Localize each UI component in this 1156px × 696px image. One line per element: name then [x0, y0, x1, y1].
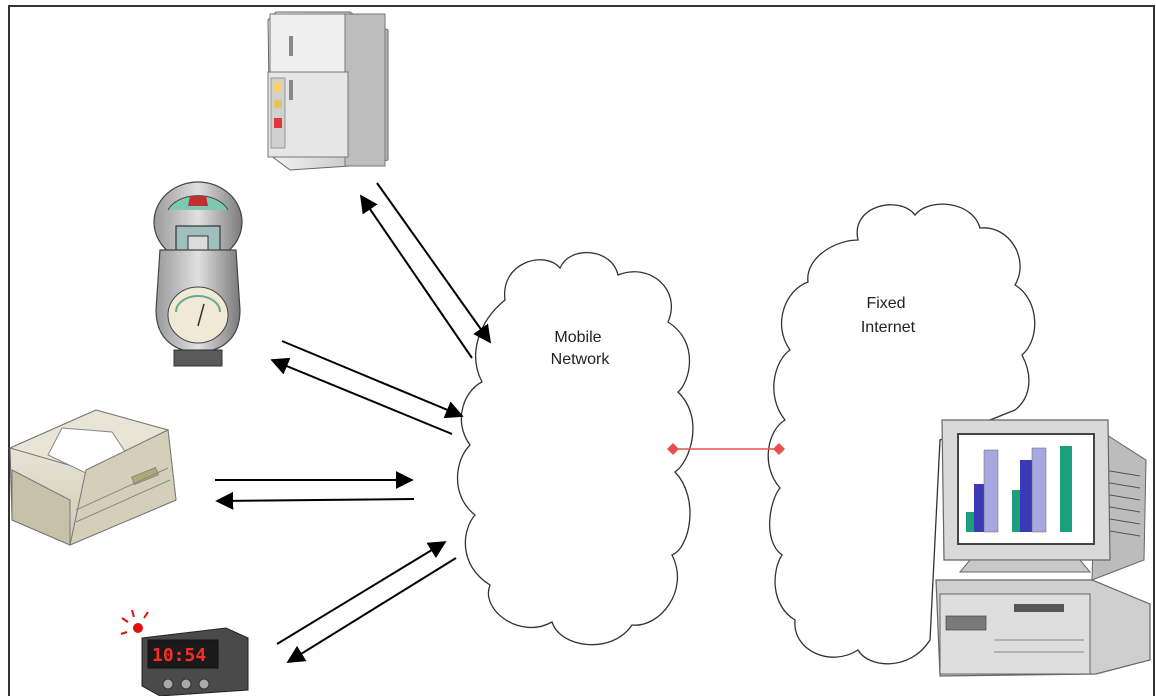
meter-display-reading: 10:54	[152, 645, 206, 666]
parking-meter-icon	[153, 181, 243, 367]
mobile-network-label-line1: Mobile	[554, 329, 601, 346]
mobile-network-label-line2: Network	[551, 351, 611, 368]
fixed-internet-label-line2: Internet	[861, 319, 916, 336]
alert-light-icon	[120, 609, 149, 635]
printer-arrows	[215, 471, 415, 510]
diagram-frame	[8, 5, 1155, 696]
fixed-internet-label-line1: Fixed	[866, 295, 905, 312]
fridge-arrows	[359, 182, 492, 359]
refrigerator-icon	[267, 11, 389, 171]
network-link	[667, 443, 785, 455]
meter-display-arrows	[276, 541, 457, 663]
mobile-network-cloud: Mobile Network	[456, 252, 694, 646]
desktop-computer-icon	[935, 419, 1151, 677]
printer-icon	[8, 409, 177, 546]
digital-meter-icon: 10:54	[120, 609, 249, 696]
parking-meter-arrows	[270, 340, 464, 435]
screen-bar-chart-icon	[966, 446, 1072, 533]
fixed-internet-cloud: Fixed Internet	[767, 203, 1036, 665]
